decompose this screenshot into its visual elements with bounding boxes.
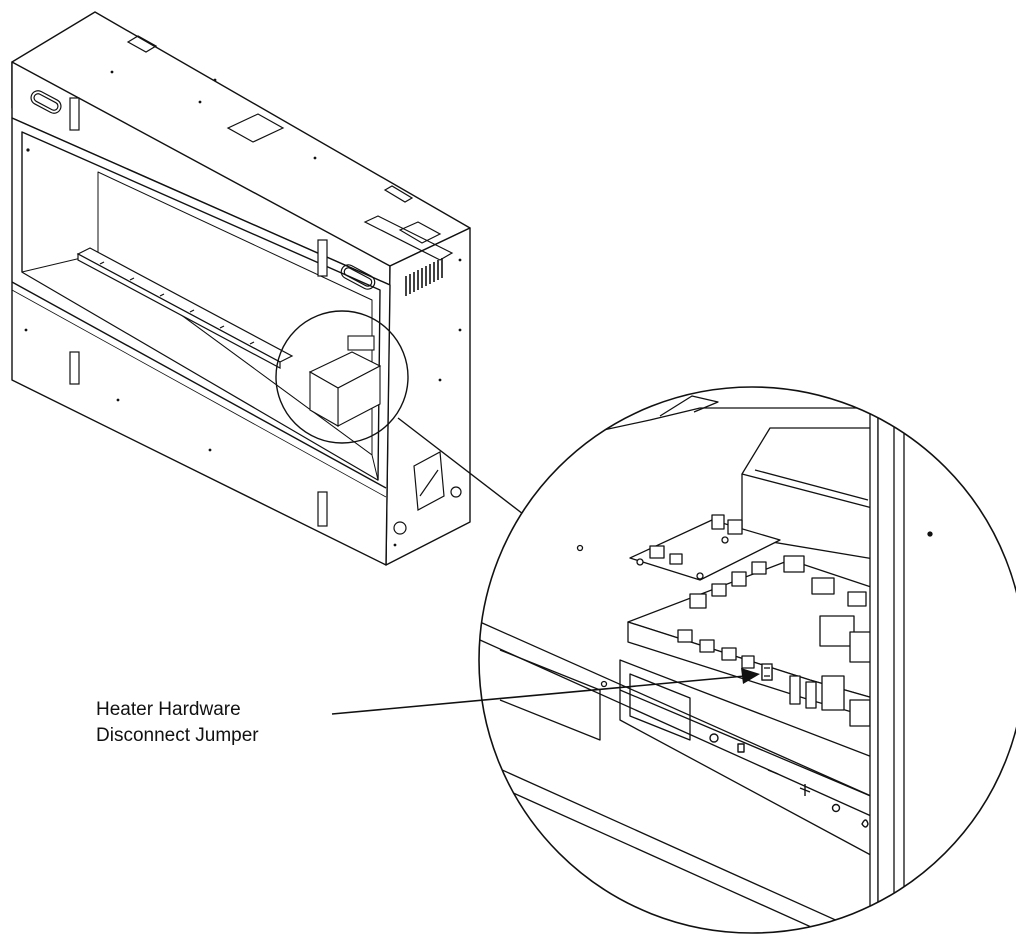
small-circuit-board [629, 519, 781, 581]
flame-icon [861, 819, 869, 828]
mounting-brackets [69, 97, 328, 527]
detail-connector-line [397, 417, 524, 515]
jumper-callout-label: Heater Hardware Disconnect Jumper [96, 697, 259, 749]
unit-right-side-panel [385, 227, 471, 566]
heater-disconnect-jumper [761, 663, 773, 681]
fireplace-unit [11, 11, 471, 566]
control-board-small [308, 335, 382, 427]
heat-icon [737, 743, 745, 753]
callout-line-2: Disconnect Jumper [96, 725, 259, 746]
jumper-arrowhead [741, 668, 760, 684]
power-icon [709, 733, 719, 743]
light-icon [831, 803, 841, 813]
top-details [30, 35, 454, 290]
detail-magnifier-circle [478, 386, 1016, 934]
callout-line-1: Heater Hardware [96, 699, 241, 720]
firebox-floor [21, 253, 379, 481]
side-vent-grill [405, 258, 443, 296]
jumper-leader-line [331, 675, 746, 715]
rivets [24, 70, 462, 547]
side-cutout [393, 451, 462, 535]
frame-column [869, 407, 905, 933]
detail-view [479, 387, 1016, 933]
log-tray [76, 247, 294, 370]
detail-source-circle [275, 310, 409, 444]
unit-lower-trim [11, 281, 387, 489]
